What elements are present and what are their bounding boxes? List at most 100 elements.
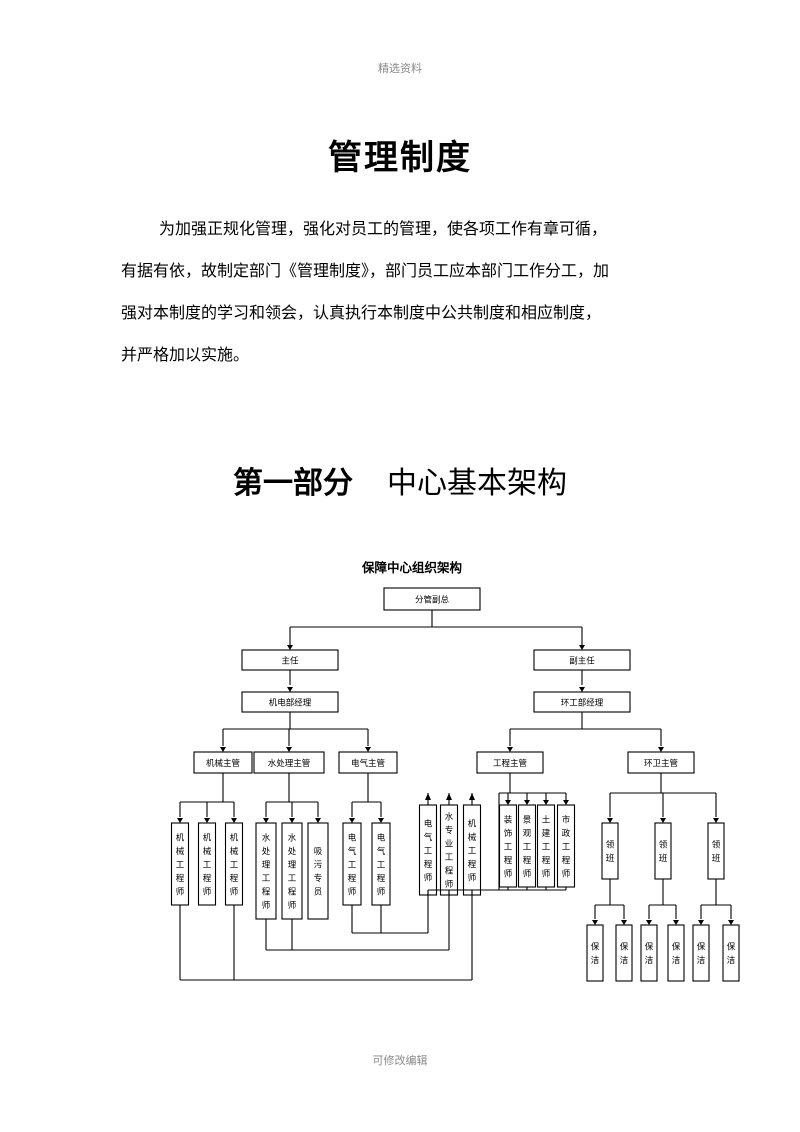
cleaner-box-char: 洁 <box>672 955 681 966</box>
engineer-box-char: 师 <box>523 868 532 879</box>
engineer-box-char: 工 <box>288 874 297 884</box>
engineer-box-char: 工 <box>348 860 357 870</box>
engineer-box <box>197 822 217 906</box>
cleaner-box <box>640 924 658 982</box>
cleaner-box-char: 保 <box>645 942 654 953</box>
engineer-box-char: 师 <box>203 886 212 897</box>
engineer-box-char: 机 <box>203 832 212 843</box>
section-title: 中心基本架构 <box>387 466 567 501</box>
engineer-box-char: 程 <box>348 874 357 884</box>
engineer-box-char: 程 <box>445 867 454 877</box>
page-header: 精选资料 <box>378 62 422 75</box>
engineer-box-char: 师 <box>542 868 551 879</box>
engineer-box-char: 机 <box>468 818 477 829</box>
arrow-head <box>673 920 679 925</box>
deputy-director-box-label: 副主任 <box>569 656 595 667</box>
engineer-box-char: 工 <box>445 853 454 863</box>
cleaner-box <box>667 924 685 982</box>
engineer-box-char: 建 <box>542 828 551 839</box>
engineer-box-char: 处 <box>262 846 271 857</box>
cleaner-box-char: 保 <box>620 942 629 953</box>
engineer-box-char: 吸 <box>314 847 323 857</box>
engineer-box-char: 师 <box>562 868 571 879</box>
arrow-head <box>505 800 511 805</box>
engineer-box-char: 工 <box>424 846 433 856</box>
director-box-label: 主任 <box>281 656 299 667</box>
engineer-box-char: 土 <box>542 814 551 825</box>
arrow-head <box>713 818 719 823</box>
engineer-box-char: 程 <box>377 874 386 884</box>
team-leader-box-char: 领 <box>606 840 615 851</box>
engineer-box-char: 水 <box>445 812 454 823</box>
mech-manager-box-label: 机电部经理 <box>269 698 312 709</box>
engineer-box-char: 机 <box>230 832 239 843</box>
section-number: 第一部分 <box>233 466 353 501</box>
root-box-label: 分管副总 <box>415 595 450 606</box>
arrow-head <box>646 920 652 925</box>
engineer-box-char: 处 <box>288 846 297 857</box>
engineer-box-char: 气 <box>424 832 433 843</box>
page-footer: 可修改编辑 <box>372 1054 428 1067</box>
engineer-box-char: 师 <box>176 886 185 897</box>
team-leader-box-char: 领 <box>712 840 721 851</box>
paragraph-line: 并严格加以实施。 <box>121 345 250 364</box>
cleaner-box-char: 洁 <box>620 955 629 966</box>
cleaner-box-char: 保 <box>697 942 706 953</box>
engineer-box-char: 工 <box>262 874 271 884</box>
engineer-box-char: 械 <box>203 846 212 857</box>
team-leader-box-char: 领 <box>659 840 668 851</box>
engineer-box-char: 工 <box>542 842 551 852</box>
engineer-box-char: 程 <box>230 874 239 884</box>
paragraph-line: 为加强正规化管理，强化对员工的管理，使各项工作有章可循， <box>159 219 608 238</box>
engineer-box-char: 电 <box>377 832 386 843</box>
team-leader-box <box>601 822 619 880</box>
arrow-head <box>507 747 513 752</box>
engineer-box-char: 工 <box>203 860 212 870</box>
engineer-box-char: 程 <box>523 856 532 866</box>
arrow-head <box>658 747 664 752</box>
arrow-head <box>231 818 237 823</box>
engineer-box-char: 机 <box>176 832 185 843</box>
engineer-box-char: 师 <box>288 900 297 911</box>
cleaner-box-char: 洁 <box>697 955 706 966</box>
arrow-head <box>365 747 371 752</box>
engineer-box-char: 工 <box>176 860 185 870</box>
engineer-box-char: 观 <box>523 829 532 839</box>
team-leader-box-char: 班 <box>712 853 721 864</box>
supervisor-box-label: 机械主管 <box>206 758 240 769</box>
env-manager-box-label: 环工部经理 <box>561 698 604 709</box>
paragraph-line: 有据有依，故制定部门《管理制度》，部门员工应本部门工作分工，加 <box>121 261 610 280</box>
arrow-head <box>286 747 292 752</box>
arrow-head <box>524 800 530 805</box>
engineer-box-char: 装 <box>504 814 513 825</box>
arrow-head <box>287 687 293 692</box>
engineer-box-char: 电 <box>424 818 433 829</box>
cleaner-box-char: 保 <box>672 942 681 953</box>
engineer-box-char: 程 <box>262 888 271 898</box>
engineer-box-char: 程 <box>176 874 185 884</box>
team-leader-box <box>707 822 725 880</box>
cleaner-box <box>615 924 633 982</box>
arrow-head <box>177 818 183 823</box>
engineer-box-char: 师 <box>468 872 477 883</box>
intro-paragraph: 为加强正规化管理，强化对员工的管理，使各项工作有章可循， 有据有依，故制定部门《… <box>121 208 681 376</box>
engineer-box-char: 程 <box>468 860 477 870</box>
engineer-box-char: 程 <box>562 856 571 866</box>
arrow-head <box>660 818 666 823</box>
engineer-box-char: 电 <box>348 832 357 843</box>
arrow-head <box>579 645 585 650</box>
engineer-box-char: 程 <box>424 860 433 870</box>
paragraph-line: 强对本制度的学习和领会，认真执行本制度中公共制度和相应制度， <box>121 303 602 322</box>
arrow-head <box>579 687 585 692</box>
engineer-box-char: 程 <box>504 856 513 866</box>
engineer-box-char: 水 <box>262 833 271 844</box>
engineer-box-char: 工 <box>230 860 239 870</box>
arrow-head <box>728 920 734 925</box>
engineer-box-char: 理 <box>262 861 271 871</box>
engineer-box-char: 械 <box>230 846 239 857</box>
engineer-box-char: 程 <box>203 874 212 884</box>
engineer-box-char: 气 <box>348 846 357 857</box>
team-leader-box-char: 班 <box>606 853 615 864</box>
engineer-box-char: 师 <box>348 886 357 897</box>
engineer-box-char: 程 <box>542 856 551 866</box>
